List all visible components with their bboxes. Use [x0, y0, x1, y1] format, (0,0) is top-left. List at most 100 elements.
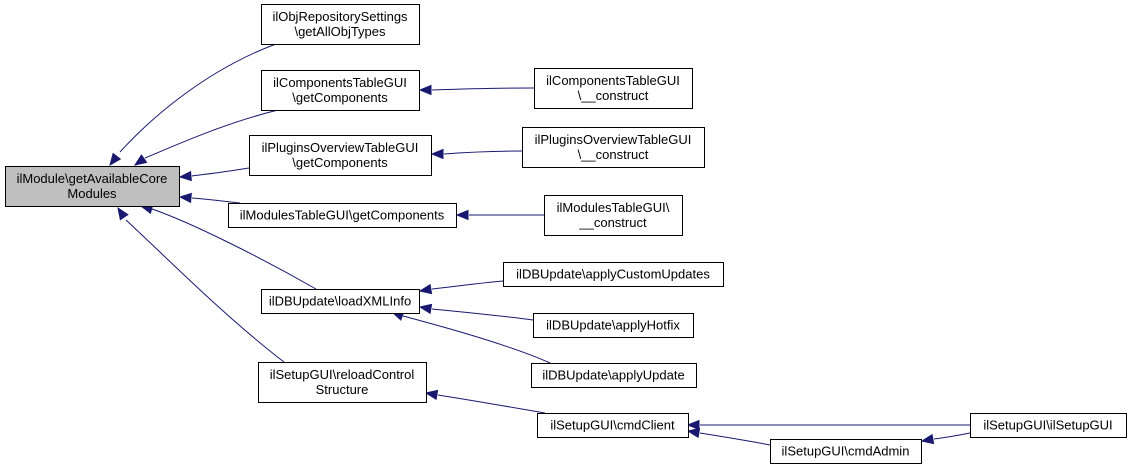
- node-label-line: ilSetupGUI\ilSetupGUI: [983, 418, 1112, 433]
- edge-line: [191, 167, 250, 177]
- node-box: [534, 68, 693, 109]
- node-box: [533, 313, 694, 338]
- node-box: [5, 166, 180, 207]
- edge-mod_con-to-mod_get: [455, 209, 544, 221]
- node-label-line: __construct: [578, 215, 647, 230]
- node-mod_con[interactable]: ilModulesTableGUI\__construct: [544, 195, 683, 236]
- edge-line: [437, 394, 546, 414]
- node-label-line: ilObjRepositorySettings: [272, 9, 408, 24]
- node-box: [522, 127, 705, 168]
- node-objtypes[interactable]: ilObjRepositorySettings\getAllObjTypes: [261, 4, 420, 45]
- node-label-line: \getAllObjTypes: [294, 24, 386, 39]
- node-comp_con[interactable]: ilComponentsTableGUI\__construct: [534, 68, 693, 109]
- node-label-line: ilComponentsTableGUI: [546, 73, 680, 88]
- edge-plug_get-to-root: [178, 167, 250, 182]
- node-label-line: \getComponents: [292, 155, 388, 170]
- node-label-line: ilDBUpdate\loadXMLInfo: [269, 294, 411, 309]
- node-label-line: \__construct: [578, 147, 649, 162]
- edge-line: [933, 432, 971, 440]
- node-label-line: ilDBUpdate\applyHotfix: [546, 318, 680, 333]
- edge-arrowhead: [117, 206, 129, 221]
- node-box: [503, 262, 724, 287]
- edge-setup-to-client: [686, 419, 971, 431]
- edge-client-to-reload: [424, 389, 546, 414]
- node-label-line: ilComponentsTableGUI: [273, 75, 407, 90]
- edge-arrowhead: [418, 84, 432, 96]
- edge-arrowhead: [418, 283, 433, 295]
- edge-line: [125, 219, 285, 363]
- edge-comp_get-to-root: [133, 109, 279, 166]
- edge-plug_con-to-plug_get: [430, 148, 523, 160]
- node-client[interactable]: ilSetupGUI\cmdClient: [537, 413, 689, 438]
- edge-line: [144, 109, 279, 159]
- edge-arrowhead: [686, 419, 700, 431]
- edge-arrowhead: [920, 433, 935, 445]
- node-box: [249, 135, 432, 176]
- node-label-line: ilDBUpdate\applyCustomUpdates: [516, 267, 710, 282]
- edge-arrowhead: [455, 209, 469, 221]
- edge-arrowhead: [430, 148, 444, 160]
- node-box: [228, 203, 457, 228]
- node-box: [544, 195, 683, 236]
- edge-admin-to-client: [686, 427, 771, 446]
- edge-line: [443, 150, 523, 155]
- edge-arrowhead: [133, 154, 148, 166]
- edge-line: [699, 432, 771, 446]
- node-box: [258, 362, 427, 403]
- edge-arrowhead: [418, 303, 433, 315]
- edge-line: [151, 208, 317, 290]
- edge-arrowhead: [178, 192, 192, 204]
- edge-line: [431, 87, 535, 91]
- edge-setup-to-admin: [920, 432, 971, 445]
- edge-line: [431, 308, 534, 321]
- node-box: [261, 4, 420, 45]
- node-label-line: \getComponents: [292, 90, 388, 105]
- edge-arrowhead: [686, 427, 701, 439]
- node-label-line: ilSetupGUI\reloadControl: [270, 367, 415, 382]
- edge-hotfix-to-loadxml: [418, 303, 534, 321]
- edge-line: [402, 315, 551, 364]
- node-label-line: ilModulesTableGUI\getComponents: [240, 208, 445, 223]
- node-label-line: \__construct: [578, 88, 649, 103]
- node-label-line: ilPluginsOverviewTableGUI: [535, 132, 692, 147]
- node-label-line: ilPluginsOverviewTableGUI: [262, 140, 419, 155]
- node-box: [970, 413, 1127, 438]
- edge-arrowhead: [178, 170, 192, 182]
- node-loadxml[interactable]: ilDBUpdate\loadXMLInfo: [261, 289, 420, 314]
- node-custom[interactable]: ilDBUpdate\applyCustomUpdates: [503, 262, 724, 287]
- node-hotfix[interactable]: ilDBUpdate\applyHotfix: [533, 313, 694, 338]
- edge-arrowhead: [109, 152, 122, 167]
- node-comp_get[interactable]: ilComponentsTableGUI\getComponents: [261, 70, 420, 111]
- node-box: [537, 413, 689, 438]
- node-box: [261, 289, 420, 314]
- edge-custom-to-loadxml: [418, 280, 504, 295]
- node-label-line: ilSetupGUI\cmdClient: [550, 418, 675, 433]
- node-label-line: ilSetupGUI\cmdAdmin: [782, 444, 910, 459]
- edge-comp_con-to-comp_get: [418, 84, 535, 96]
- node-label-line: ilModule\getAvailableCore: [17, 171, 168, 186]
- node-label-line: ilModulesTableGUI\: [557, 200, 670, 215]
- node-label-line: Structure: [316, 382, 369, 397]
- edge-objtypes-to-root: [109, 43, 277, 167]
- node-box: [770, 439, 922, 464]
- node-update[interactable]: ilDBUpdate\applyUpdate: [531, 363, 697, 388]
- node-label-line: ilDBUpdate\applyUpdate: [542, 368, 684, 383]
- node-box: [531, 363, 697, 388]
- edge-line: [191, 197, 241, 204]
- node-label-line: Modules: [67, 186, 117, 201]
- edge-reload-to-root: [117, 206, 285, 363]
- edge-line: [119, 43, 277, 153]
- edge-arrowhead: [424, 389, 439, 401]
- edge-line: [431, 280, 504, 290]
- node-admin[interactable]: ilSetupGUI\cmdAdmin: [770, 439, 922, 464]
- edge-mod_get-to-root: [178, 192, 241, 204]
- node-plug_get[interactable]: ilPluginsOverviewTableGUI\getComponents: [249, 135, 432, 176]
- node-setup[interactable]: ilSetupGUI\ilSetupGUI: [970, 413, 1127, 438]
- node-mod_get[interactable]: ilModulesTableGUI\getComponents: [228, 203, 457, 228]
- node-box: [261, 70, 420, 111]
- node-plug_con[interactable]: ilPluginsOverviewTableGUI\__construct: [522, 127, 705, 168]
